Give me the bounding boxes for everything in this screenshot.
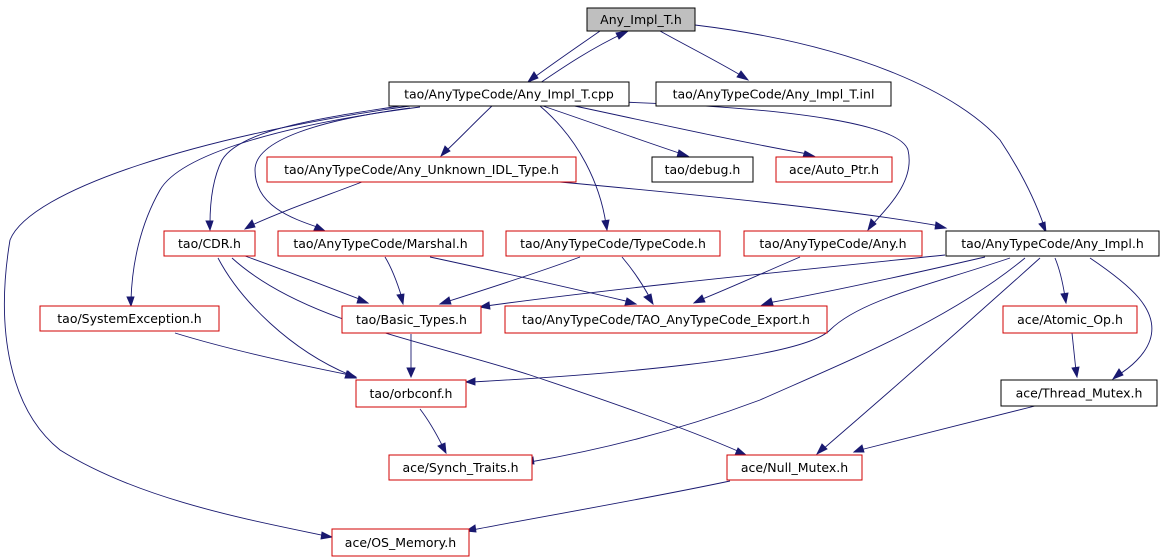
edge-sysexc-to-orbconf — [174, 332, 358, 379]
node-label: ace/OS_Memory.h — [345, 535, 456, 550]
node-synch-traits-h[interactable]: ace/Synch_Traits.h — [388, 454, 533, 481]
edge-root-to-cpp — [526, 30, 601, 83]
edge-cpp-to-any — [619, 101, 910, 232]
node-label: tao/debug.h — [665, 162, 741, 177]
node-any-unknown-idl-type-h[interactable]: tao/AnyTypeCode/Any_Unknown_IDL_Type.h — [266, 156, 577, 183]
node-typecode-h[interactable]: tao/AnyTypeCode/TypeCode.h — [505, 230, 721, 257]
node-cdr-h[interactable]: tao/CDR.h — [163, 230, 256, 257]
edge-cpp-to-debug — [539, 104, 690, 158]
edge-anyimpl-to-synch — [522, 257, 1026, 465]
node-auto-ptr-h[interactable]: ace/Auto_Ptr.h — [775, 156, 893, 183]
edge-anyimpl-to-thread — [1089, 257, 1153, 380]
edge-layer — [4, 24, 1153, 540]
node-system-exception-h[interactable]: tao/SystemException.h — [39, 305, 220, 332]
node-atomic-op-h[interactable]: ace/Atomic_Op.h — [1002, 305, 1138, 334]
node-label: tao/AnyTypeCode/TAO_AnyTypeCode_Export.h — [522, 312, 810, 327]
node-label: tao/AnyTypeCode/Any_Unknown_IDL_Type.h — [284, 162, 559, 177]
node-any-impl-h[interactable]: tao/AnyTypeCode/Any_Impl.h — [945, 230, 1160, 257]
node-label: tao/AnyTypeCode/Any_Impl_T.inl — [673, 87, 875, 102]
edge-anyimpl-to-basic — [478, 254, 946, 310]
edge-anyimpl-to-export — [760, 256, 986, 306]
edge-atomic-to-thread — [1071, 332, 1080, 379]
node-os-memory-h[interactable]: ace/OS_Memory.h — [331, 528, 470, 557]
node-label: tao/Basic_Types.h — [356, 312, 467, 327]
edge-typecode-to-basic — [438, 256, 581, 305]
edge-thread-to-null — [852, 405, 1036, 453]
edge-cpp-to-unknown — [440, 104, 494, 158]
node-any-impl-t-inl[interactable]: tao/AnyTypeCode/Any_Impl_T.inl — [655, 81, 892, 107]
edge-cpp-to-osmem — [4, 105, 411, 540]
node-label: ace/Thread_Mutex.h — [1016, 386, 1143, 401]
node-layer: Any_Impl_T.h tao/AnyTypeCode/Any_Impl_T.… — [39, 7, 1160, 557]
node-basic-types-h[interactable]: tao/Basic_Types.h — [341, 305, 482, 334]
edge-cdr-to-basic — [244, 255, 370, 304]
node-label: ace/Null_Mutex.h — [741, 460, 848, 475]
node-debug-h[interactable]: tao/debug.h — [651, 156, 754, 183]
edge-unknown-to-cdr — [243, 181, 363, 230]
node-thread-mutex-h[interactable]: ace/Thread_Mutex.h — [1000, 379, 1158, 407]
edge-root-to-anyimpl — [694, 24, 1047, 234]
edge-cpp-to-root — [539, 30, 630, 84]
node-orbconf-h[interactable]: tao/orbconf.h — [355, 379, 467, 408]
edge-cpp-to-typecode — [539, 105, 610, 232]
node-label: tao/AnyTypeCode/TypeCode.h — [520, 236, 706, 251]
node-label: Any_Impl_T.h — [600, 12, 682, 27]
edge-cpp-to-sysexc — [126, 106, 421, 308]
edge-unknown-to-anyimpl — [559, 181, 948, 230]
node-marshal-h[interactable]: tao/AnyTypeCode/Marshal.h — [277, 230, 484, 257]
node-null-mutex-h[interactable]: ace/Null_Mutex.h — [726, 454, 863, 481]
edge-any-to-export — [692, 256, 801, 304]
edge-typecode-to-export — [621, 256, 654, 306]
edge-cdr-to-orbconf — [217, 257, 358, 379]
edge-cpp-to-autoptr — [569, 104, 816, 158]
node-any-h[interactable]: tao/AnyTypeCode/Any.h — [743, 230, 923, 257]
edge-anyimpl-to-orbconf — [464, 257, 1011, 386]
edge-anyimpl-to-null — [815, 257, 1041, 456]
edge-orbconf-to-synch — [419, 408, 447, 455]
edge-basic-to-orbconf — [406, 334, 416, 379]
node-label: ace/Synch_Traits.h — [402, 460, 518, 475]
node-label: tao/orbconf.h — [370, 386, 453, 401]
edge-cpp-to-cdr — [205, 105, 401, 232]
node-label: tao/AnyTypeCode/Any_Impl.h — [961, 236, 1144, 251]
node-tao-anytypecode-export-h[interactable]: tao/AnyTypeCode/TAO_AnyTypeCode_Export.h — [504, 305, 828, 334]
node-label: tao/AnyTypeCode/Any.h — [759, 236, 906, 251]
node-label: tao/CDR.h — [178, 236, 241, 251]
node-label: tao/SystemException.h — [57, 311, 201, 326]
node-label: ace/Atomic_Op.h — [1017, 312, 1123, 327]
node-label: ace/Auto_Ptr.h — [789, 162, 879, 177]
edge-anyimpl-to-atomic — [1054, 257, 1069, 305]
edge-cdr-to-null — [231, 257, 748, 456]
node-label: tao/AnyTypeCode/Marshal.h — [293, 236, 467, 251]
edge-marshal-to-export — [429, 256, 638, 306]
edge-root-to-inl — [659, 30, 750, 81]
node-label: tao/AnyTypeCode/Any_Impl_T.cpp — [404, 87, 614, 102]
edge-cpp-to-marshal — [254, 107, 411, 232]
node-any-impl-t-h[interactable]: Any_Impl_T.h — [586, 7, 696, 32]
edge-null-to-osmem — [464, 480, 731, 533]
node-any-impl-t-cpp[interactable]: tao/AnyTypeCode/Any_Impl_T.cpp — [388, 81, 630, 107]
edge-marshal-to-basic — [384, 256, 405, 306]
